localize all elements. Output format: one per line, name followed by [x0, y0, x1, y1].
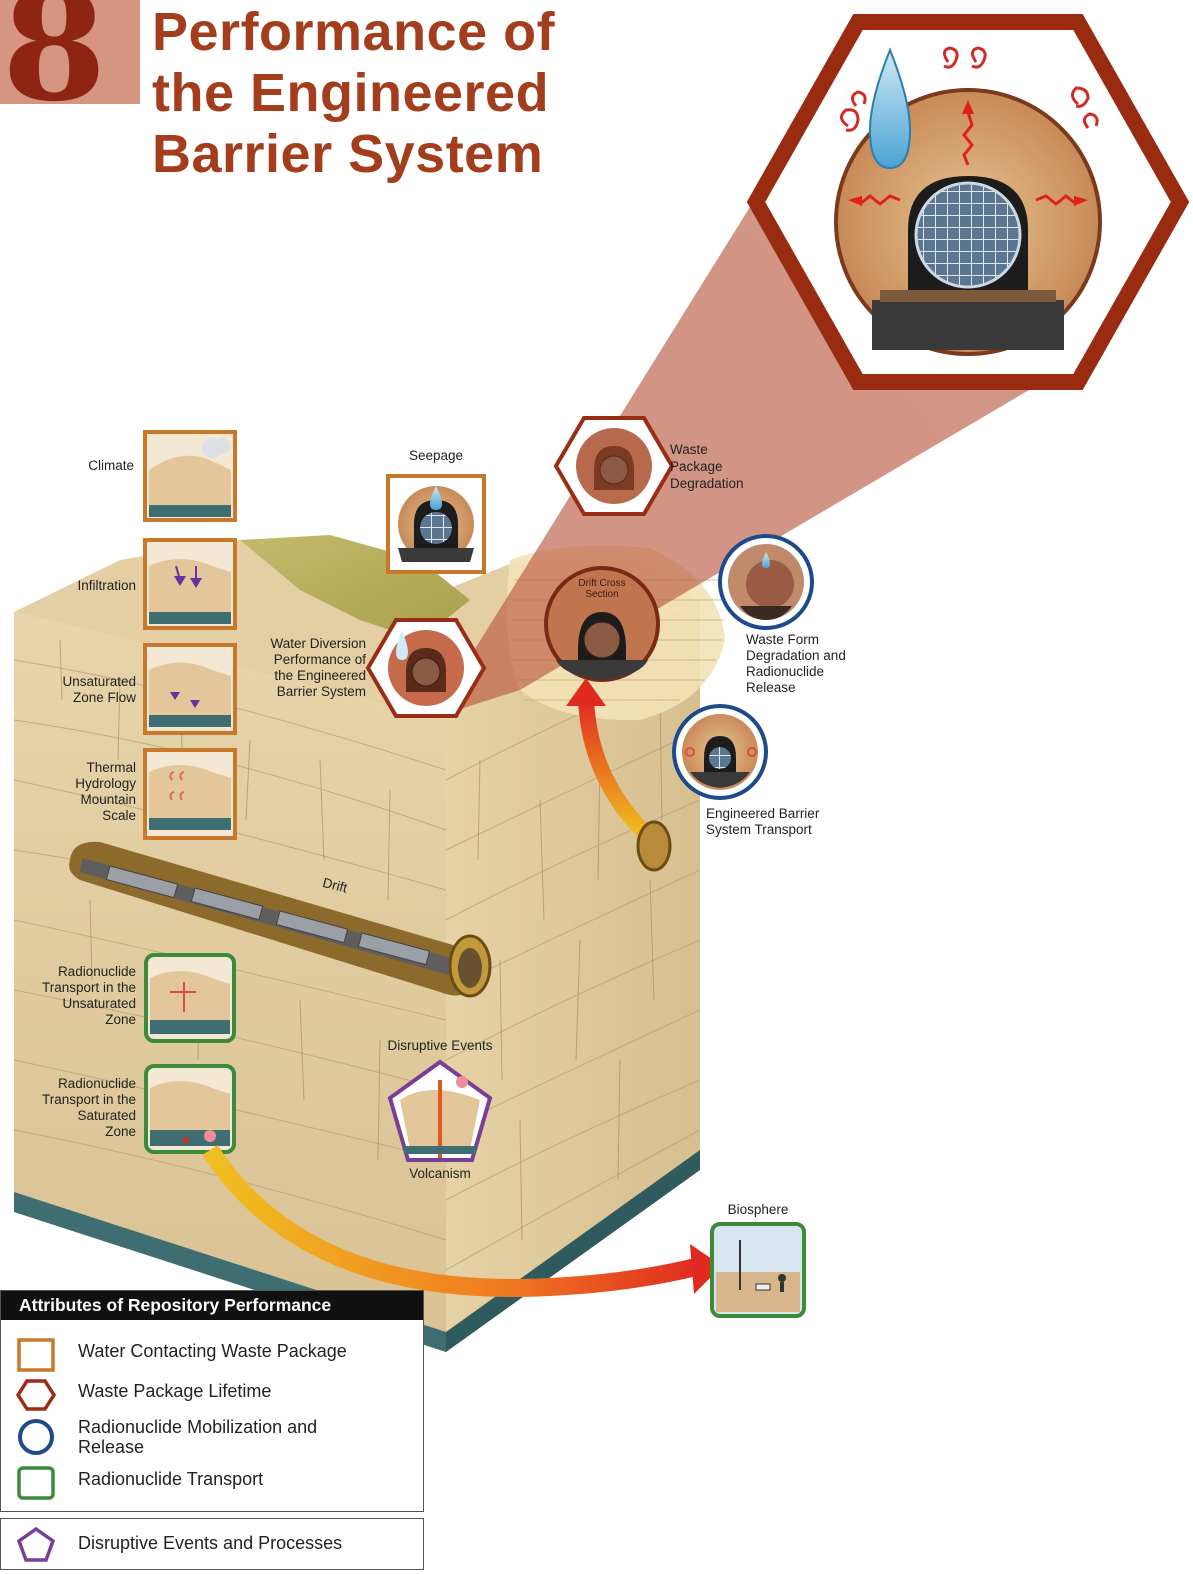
blue-circle-icon — [18, 1419, 54, 1455]
label-ebs-transport: Engineered Barrier System Transport — [706, 806, 820, 837]
label-drift-cross-section: Drift Cross Section — [578, 578, 626, 600]
legend-item-radionuclide-transport: Radionuclide Transport — [1, 1465, 421, 1500]
label-unsaturated-zone-flow: Unsaturated Zone Flow — [62, 674, 136, 705]
legend-label: Water Contacting Waste Package — [78, 1341, 347, 1361]
legend: Attributes of Repository Performance Wat… — [0, 1290, 424, 1512]
unsaturated-zone-flow-box — [143, 643, 237, 735]
label-water-diversion: Water Diversion Performance of the Engin… — [270, 636, 366, 699]
pentagon-icon — [16, 1526, 56, 1562]
legend-label: Radionuclide Mobilization and Release — [78, 1417, 318, 1457]
label-seepage: Seepage — [408, 448, 464, 463]
drift-cross-section-circle — [544, 566, 660, 682]
infiltration-box — [143, 538, 237, 630]
page-title: Performance of the Engineered Barrier Sy… — [152, 2, 556, 184]
legend-item-water-contacting: Water Contacting Waste Package — [1, 1337, 421, 1372]
label-infiltration: Infiltration — [77, 578, 136, 593]
waste-package-degradation-hexagon — [553, 416, 675, 516]
legend-label: Radionuclide Transport — [78, 1469, 264, 1489]
rn-transport-unsaturated-box — [144, 953, 236, 1043]
label-climate: Climate — [88, 458, 134, 473]
ebs-transport-circle — [672, 704, 768, 800]
chapter-badge: 8 — [0, 0, 140, 104]
rn-transport-saturated-box — [144, 1064, 236, 1154]
label-waste-form-degradation: Waste Form Degradation and Radionuclide … — [746, 632, 846, 695]
green-square-icon — [17, 1466, 55, 1500]
waste-package-icon — [914, 181, 1022, 289]
legend-item-waste-package-lifetime: Waste Package Lifetime — [1, 1377, 421, 1411]
legend-header: Attributes of Repository Performance — [1, 1291, 423, 1320]
disruptive-events-pentagon — [387, 1059, 493, 1162]
thermal-hydrology-box — [143, 748, 237, 840]
waste-form-degradation-circle — [718, 534, 814, 630]
water-diversion-hexagon — [365, 618, 487, 718]
label-rn-transport-saturated: Radionuclide Transport in the Saturated … — [41, 1076, 136, 1139]
biosphere-box — [710, 1222, 806, 1318]
label-thermal-hydrology: Thermal Hydrology Mountain Scale — [75, 760, 136, 823]
label-rn-transport-unsaturated: Radionuclide Transport in the Unsaturate… — [41, 964, 136, 1027]
transport-to-biosphere-arrow — [202, 1145, 703, 1298]
legend-disruptive-events: Disruptive Events and Processes — [0, 1518, 424, 1570]
label-biosphere: Biosphere — [727, 1202, 789, 1217]
seepage-box — [386, 474, 486, 574]
legend-label: Disruptive Events and Processes — [78, 1533, 343, 1553]
vapor-swirls-icon — [840, 46, 1099, 132]
water-drop-icon — [868, 47, 912, 170]
orange-square-icon — [17, 1338, 55, 1372]
label-waste-package-degradation: Waste Package Degradation — [670, 442, 744, 491]
chapter-number: 8 — [2, 0, 107, 104]
heat-arrows-icon — [859, 111, 1077, 206]
label-volcanism: Volcanism — [409, 1166, 471, 1181]
legend-label: Waste Package Lifetime — [78, 1381, 272, 1401]
drift-to-section-arrow — [578, 699, 654, 842]
climate-box — [143, 430, 237, 522]
label-disruptive-events: Disruptive Events — [387, 1038, 493, 1053]
hexagon-icon — [15, 1379, 57, 1411]
legend-item-radionuclide-mobilization: Radionuclide Mobilization and Release — [1, 1413, 421, 1459]
